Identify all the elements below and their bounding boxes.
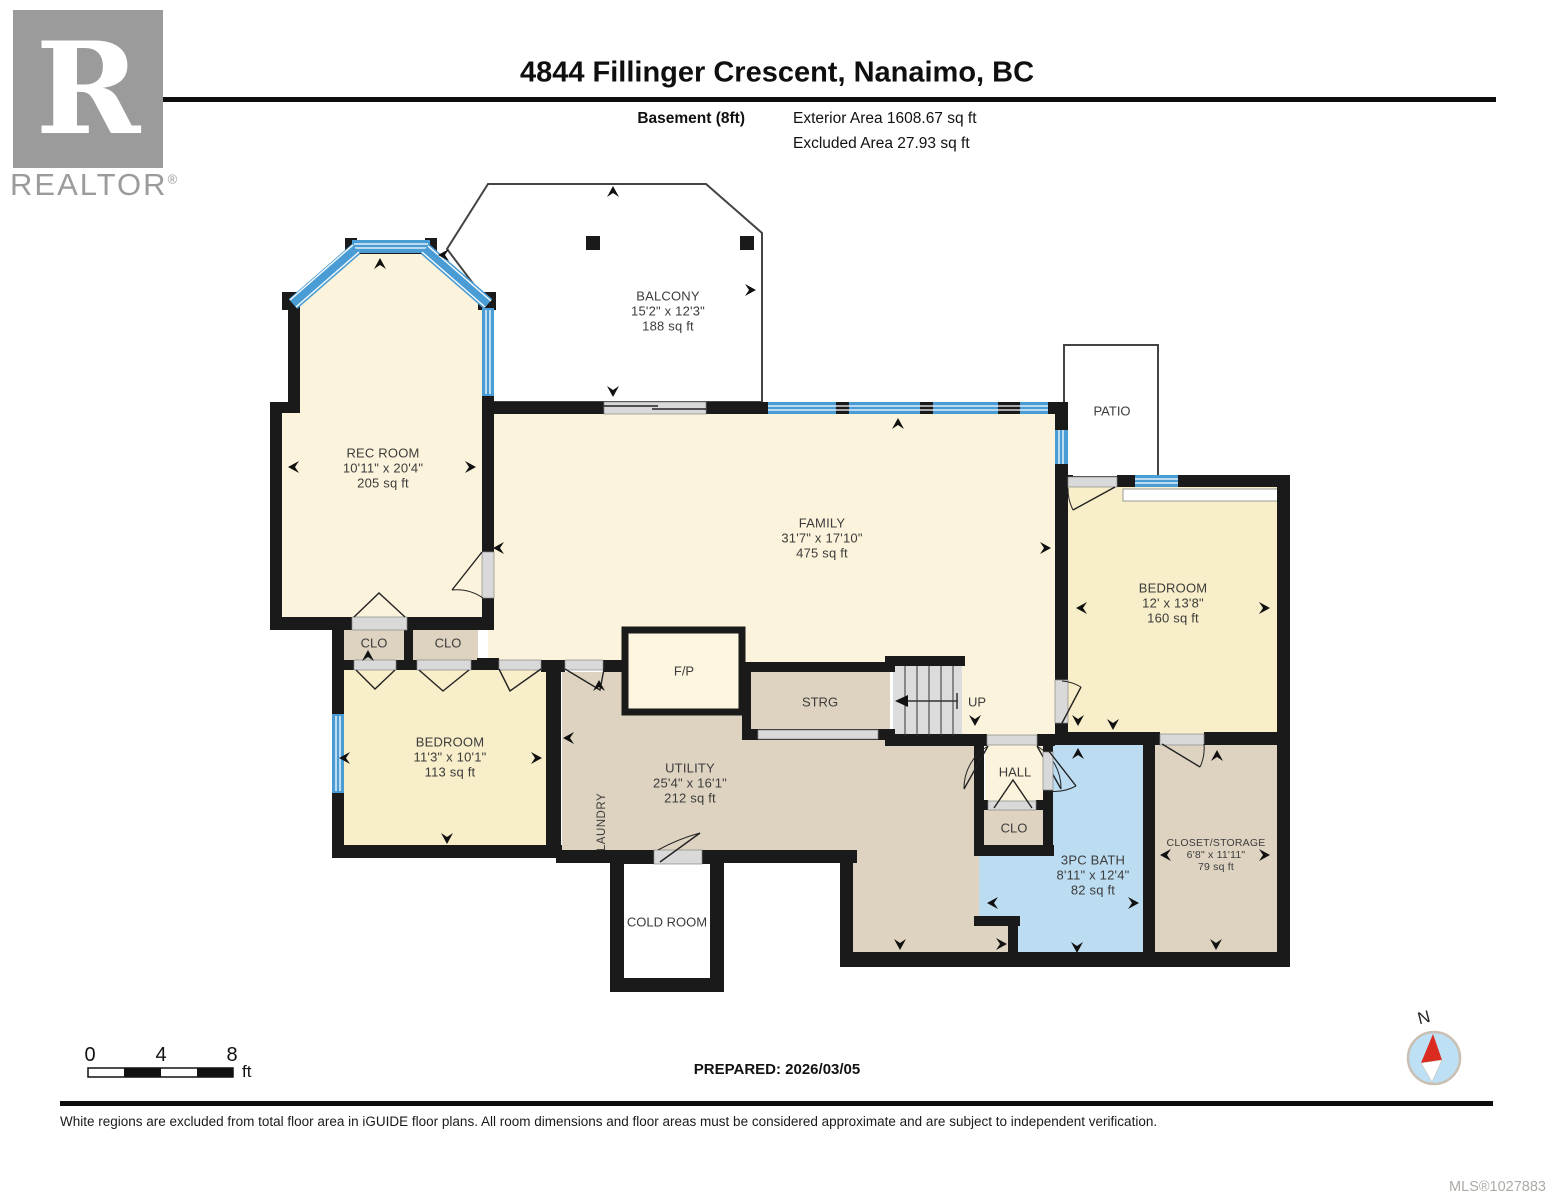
- cold-room: [610, 850, 724, 992]
- prepared-date: PREPARED: 2026/03/05: [693, 1061, 861, 1078]
- walls: [270, 236, 1290, 967]
- bay-window-icon: [288, 240, 494, 396]
- footer-rule: [60, 1101, 1493, 1106]
- stairs-up-label: UP: [967, 694, 987, 710]
- doors: [351, 401, 1205, 865]
- patio-area: [1063, 344, 1159, 478]
- realtor-r-icon: R: [35, 15, 141, 163]
- rec-room-area: [270, 250, 488, 620]
- realtor-logo: R: [13, 10, 163, 168]
- patio-label: PATIO: [1093, 403, 1131, 419]
- stairs-icon: [895, 666, 958, 736]
- exterior-area-label: Exterior Area 1608.67 sq ft: [793, 110, 977, 127]
- room-fills: [270, 183, 1279, 957]
- registered-mark: ®: [167, 171, 180, 187]
- excluded-area-label: Excluded Area 27.93 sq ft: [793, 135, 970, 152]
- floor-label: Basement (8ft): [637, 110, 745, 127]
- bedroom-left-area: [338, 663, 550, 853]
- bedroom-left-window-icon: [332, 714, 344, 793]
- bath-area: [979, 740, 1143, 957]
- mls-number: MLS®1027883: [1449, 1179, 1546, 1195]
- bedroom-right-window-icon: [1135, 475, 1178, 487]
- realtor-wordmark: REALTOR®: [10, 167, 180, 202]
- page-title: 4844 Fillinger Crescent, Nanaimo, BC: [519, 56, 1035, 89]
- hall-clo-label: CLO: [1000, 820, 1028, 836]
- strg-area: [747, 670, 890, 732]
- scale-tick-4: 4: [155, 1044, 167, 1066]
- bedroom-right-area: [1068, 487, 1278, 735]
- closet-storage-area: [1155, 744, 1278, 954]
- fireplace-box: [621, 626, 746, 716]
- scale-unit-label: ft: [242, 1062, 252, 1081]
- fireplace-label: F/P: [673, 663, 695, 679]
- scale-bar-icon: [87, 1067, 234, 1078]
- bedroom-excluded-strip: [1122, 488, 1279, 502]
- scale-tick-8: 8: [226, 1044, 238, 1066]
- header-rule: [57, 97, 1496, 102]
- family-windows-icon: [768, 402, 1048, 414]
- hall-clo-area: [981, 806, 1043, 849]
- hall-label: HALL: [998, 764, 1032, 780]
- hall-area: [985, 742, 1043, 804]
- cold-room-label: COLD ROOM: [626, 914, 708, 930]
- windows: [288, 240, 1178, 793]
- laundry-label: LAUNDRY: [596, 792, 608, 852]
- disclaimer-text: White regions are excluded from total fl…: [60, 1114, 1158, 1129]
- clo1-label: CLO: [360, 635, 388, 651]
- family-area: [488, 407, 1068, 737]
- clo2-label: CLO: [434, 635, 462, 651]
- compass-icon: [1406, 1030, 1462, 1086]
- strg-label: STRG: [801, 694, 839, 710]
- scale-tick-0: 0: [84, 1044, 96, 1066]
- patio-window-icon: [1055, 430, 1068, 464]
